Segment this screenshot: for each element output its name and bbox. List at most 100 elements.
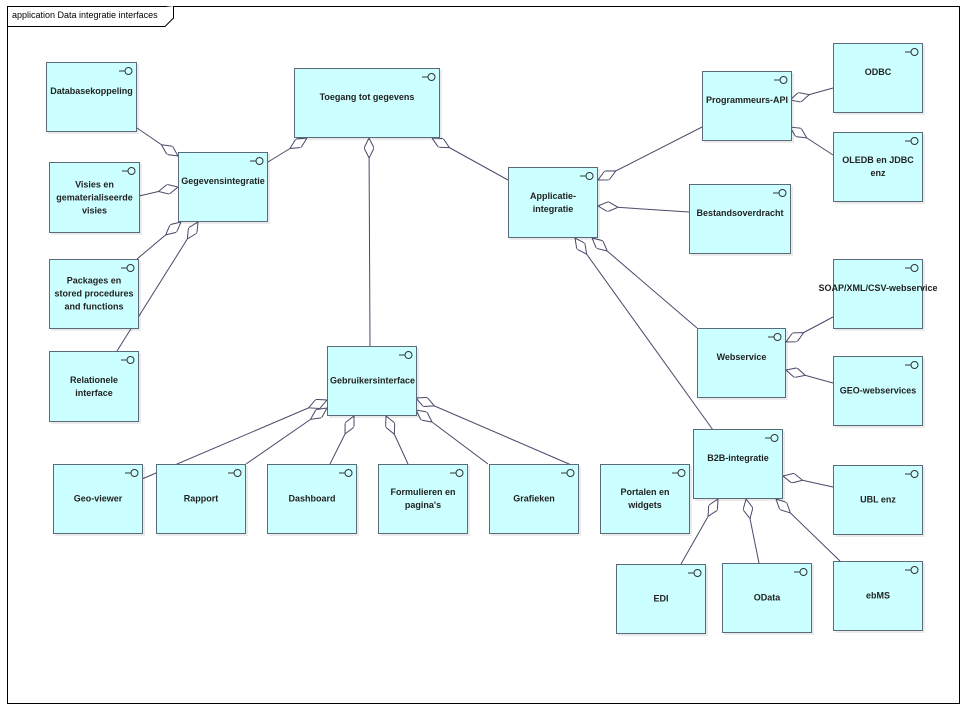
- component-icon: [580, 172, 594, 180]
- component-icon: [765, 434, 779, 442]
- component-databasekoppeling[interactable]: Databasekoppeling: [46, 62, 137, 132]
- component-icon: [399, 351, 413, 359]
- component-gebruikersinterface[interactable]: Gebruikersinterface: [327, 346, 417, 416]
- component-label: Bestandsoverdracht: [696, 208, 784, 218]
- component-relationele[interactable]: Relationele interface: [49, 351, 139, 422]
- connector-formulieren: [386, 416, 409, 465]
- component-icon: [450, 469, 464, 477]
- component-icon: [794, 568, 808, 576]
- connector-bestandsoverdracht: [598, 206, 690, 213]
- component-icon: [121, 264, 135, 272]
- component-grafieken[interactable]: Grafieken: [489, 464, 579, 534]
- component-toegang[interactable]: Toegang tot gegevens: [294, 68, 440, 138]
- component-label: Gegevensintegratie: [181, 176, 265, 186]
- connector-grafieken: [416, 410, 489, 465]
- component-icon: [905, 470, 919, 478]
- connector-portalen: [416, 398, 577, 468]
- connector-oledb: [790, 127, 834, 156]
- component-icon: [121, 356, 135, 364]
- component-label: UBL enz: [860, 494, 896, 505]
- component-icon: [905, 137, 919, 145]
- diagram-title: application Data integratie interfaces: [12, 10, 158, 20]
- connector-rapport: [245, 408, 327, 465]
- component-icon: [228, 469, 242, 477]
- component-ubl[interactable]: UBL enz: [833, 465, 923, 535]
- component-icon: [774, 76, 788, 84]
- component-icon: [250, 157, 264, 165]
- component-programmeurs[interactable]: Programmeurs-API: [702, 71, 792, 141]
- component-edi[interactable]: EDI: [616, 564, 706, 634]
- component-icon: [688, 569, 702, 577]
- connector-packages: [136, 222, 181, 260]
- connector-odbc: [790, 87, 834, 100]
- connector-geowebservices: [786, 370, 834, 384]
- component-label: Applicatie-integratie: [529, 191, 576, 214]
- component-icon: [905, 361, 919, 369]
- component-applicatie[interactable]: Applicatie-integratie: [508, 167, 598, 238]
- connector-databasekoppeling: [136, 127, 178, 156]
- component-dashboard[interactable]: Dashboard: [267, 464, 357, 534]
- component-icon: [122, 167, 136, 175]
- component-label: Rapport: [183, 493, 219, 504]
- component-label: Dashboard: [288, 493, 336, 504]
- connector-visies: [138, 187, 178, 197]
- component-label: EDI: [653, 593, 669, 604]
- component-label: Programmeurs-API: [705, 95, 789, 105]
- component-gegevensintegratie[interactable]: Gegevensintegratie: [178, 152, 268, 222]
- connector-ebms: [776, 499, 841, 562]
- connector-soap: [786, 316, 834, 342]
- component-geoviewer[interactable]: Geo-viewer: [53, 464, 143, 534]
- component-packages[interactable]: Packages en stored procedures and functi…: [49, 259, 139, 329]
- connector-dashboard: [329, 416, 354, 465]
- connector-gebruikersinterface: [369, 138, 370, 347]
- connector-webservice: [592, 238, 698, 329]
- component-label: Databasekoppeling: [50, 86, 133, 96]
- component-webservice[interactable]: Webservice: [697, 328, 786, 398]
- component-label: Geo-viewer: [73, 493, 123, 504]
- connector-programmeurs: [598, 126, 703, 180]
- connector-ubl: [783, 476, 834, 488]
- component-label: Toegang tot gegevens: [319, 92, 415, 102]
- component-ebms[interactable]: ebMS: [833, 561, 923, 631]
- component-icon: [905, 48, 919, 56]
- component-label: OData: [753, 592, 781, 603]
- component-label: B2B-integratie: [707, 453, 769, 463]
- component-odata[interactable]: OData: [722, 563, 812, 633]
- component-oledb[interactable]: OLEDB en JDBC enz: [833, 132, 923, 202]
- component-formulieren[interactable]: Formulieren en pagina's: [378, 464, 468, 534]
- component-icon: [422, 73, 436, 81]
- component-icon: [125, 469, 139, 477]
- component-odbc[interactable]: ODBC: [833, 43, 923, 113]
- component-label: Relationele interface: [69, 374, 118, 398]
- component-label: OLEDB en JDBC enz: [842, 155, 914, 178]
- component-soap[interactable]: SOAP/XML/CSV-webservice: [818, 259, 938, 329]
- component-label: Webservice: [716, 352, 767, 362]
- connector-gegevensintegratie: [267, 138, 307, 163]
- component-b2b[interactable]: B2B-integratie: [693, 429, 783, 499]
- component-portalen[interactable]: Portalen en widgets: [600, 464, 690, 534]
- component-label: GEO-webservices: [839, 385, 917, 396]
- component-bestandsoverdracht[interactable]: Bestandsoverdracht: [689, 184, 791, 254]
- component-label: ebMS: [865, 590, 890, 601]
- component-icon: [905, 566, 919, 574]
- component-label: SOAP/XML/CSV-webservice: [818, 283, 938, 293]
- component-icon: [672, 469, 686, 477]
- connector-relationele: [116, 222, 198, 352]
- component-icon: [561, 469, 575, 477]
- component-label: Visies en gematerialiseerde visies: [56, 179, 133, 215]
- connector-b2b: [575, 238, 714, 431]
- component-icon: [773, 189, 787, 197]
- component-visies[interactable]: Visies en gematerialiseerde visies: [49, 162, 140, 233]
- component-icon: [119, 67, 133, 75]
- component-icon: [768, 333, 782, 341]
- component-icon: [905, 264, 919, 272]
- component-label: Gebruikersinterface: [330, 375, 416, 386]
- component-label: Packages en stored procedures and functi…: [54, 275, 134, 312]
- component-label: Formulieren en pagina's: [390, 487, 456, 510]
- component-rapport[interactable]: Rapport: [156, 464, 246, 534]
- component-geowebservices[interactable]: GEO-webservices: [833, 356, 923, 426]
- component-icon: [339, 469, 353, 477]
- component-label: ODBC: [864, 67, 892, 77]
- connector-odata: [746, 499, 760, 564]
